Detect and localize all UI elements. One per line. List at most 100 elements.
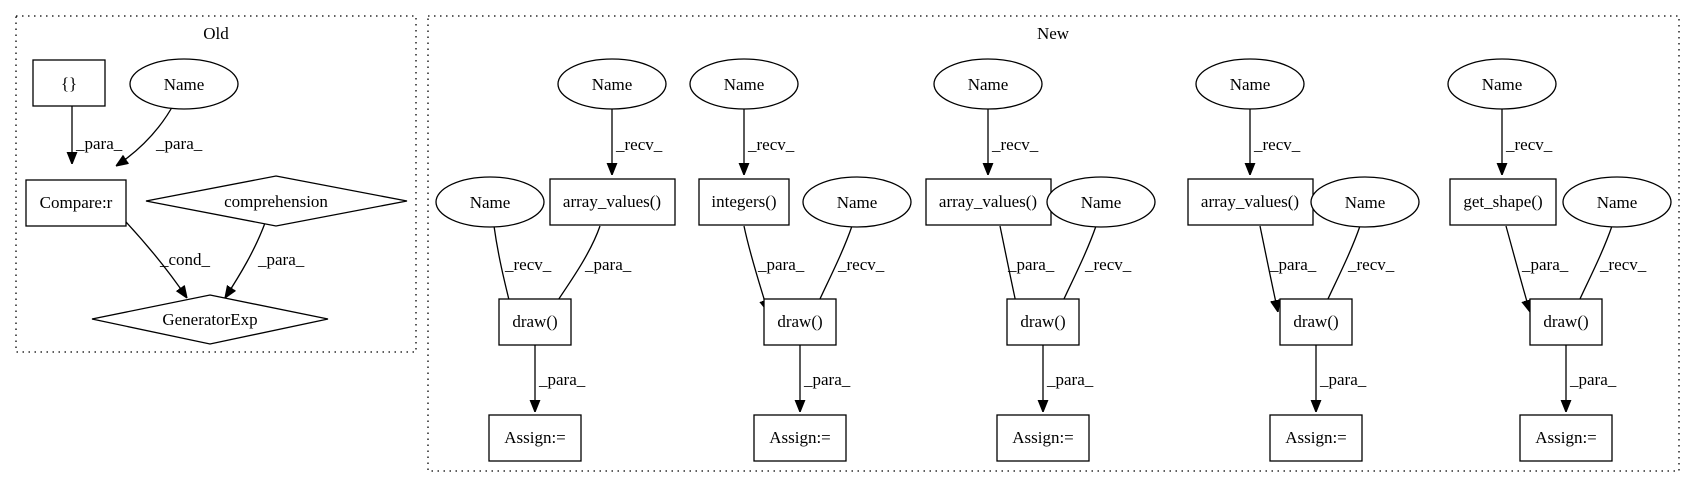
node-generatorexp <box>91 294 329 345</box>
node-n5-call-label: get_shape() <box>1463 192 1542 211</box>
node-n4-assign <box>1269 414 1363 462</box>
node-n5-name-side-label: Name <box>1597 193 1638 212</box>
node-n4-call <box>1187 178 1314 226</box>
node-old-name-label: Name <box>164 75 205 94</box>
node-n5-name-side <box>1562 176 1672 228</box>
node-n5-name-top <box>1447 58 1557 110</box>
edge-label-n4-side-draw: _recv_ <box>1347 255 1395 274</box>
node-n4-name-side <box>1310 176 1420 228</box>
node-n4-name-top-label: Name <box>1230 75 1271 94</box>
node-n3-name-top <box>933 58 1043 110</box>
node-n1-assign-label: Assign:= <box>504 428 566 447</box>
node-n4-name-top <box>1195 58 1305 110</box>
edge-label-n2-top-call: _recv_ <box>747 135 795 154</box>
node-n2-assign <box>753 414 847 462</box>
cluster-old: Old <box>15 15 417 353</box>
edge-label-n1-call-draw: _para_ <box>584 255 632 274</box>
node-n4-name-side-label: Name <box>1345 193 1386 212</box>
edge-label-n3-side-draw: _recv_ <box>1084 255 1132 274</box>
edge-label-n3-top-call: _recv_ <box>991 135 1039 154</box>
node-n1-call-label: array_values() <box>563 192 661 211</box>
node-n4-call-label: array_values() <box>1201 192 1299 211</box>
edge-n4-call-draw <box>1259 225 1278 312</box>
node-n5-name-top-label: Name <box>1482 75 1523 94</box>
node-n1-name-top-label: Name <box>592 75 633 94</box>
node-n5-assign-label: Assign:= <box>1535 428 1597 447</box>
node-n3-name-side <box>1046 176 1156 228</box>
cluster-old-border <box>15 15 417 353</box>
node-n5-assign <box>1519 414 1613 462</box>
new-group-5: _recv_ _para_ _recv_ _para_ Name get_sha… <box>1447 58 1672 462</box>
node-n3-assign <box>996 414 1090 462</box>
cluster-old-label: Old <box>203 24 229 43</box>
new-group-4: _recv_ _para_ _recv_ _para_ Name array_v… <box>1187 58 1420 462</box>
node-n1-assign <box>488 414 582 462</box>
node-n2-assign-label: Assign:= <box>769 428 831 447</box>
node-n1-draw-label: draw() <box>512 312 557 331</box>
node-n2-call <box>698 178 790 226</box>
new-group-2: _recv_ _para_ _recv_ _para_ Name integer… <box>689 58 912 462</box>
node-compare-label: Compare:r <box>40 193 113 212</box>
node-braces-label: {} <box>61 74 77 93</box>
edge-label-n5-side-draw: _recv_ <box>1599 255 1647 274</box>
node-braces <box>32 59 106 107</box>
edge-old-comprehension-genexp <box>225 222 266 298</box>
edge-old-name-compare <box>116 101 176 166</box>
node-n2-name-top-label: Name <box>724 75 765 94</box>
node-n3-name-top-label: Name <box>968 75 1009 94</box>
edge-label-n1-side-draw: _recv_ <box>504 255 552 274</box>
edge-label-n4-top-call: _recv_ <box>1253 135 1301 154</box>
old-nodes: {} Name Compare:r comprehension Generato… <box>25 58 408 345</box>
node-n4-draw <box>1279 298 1353 346</box>
node-n2-draw-label: draw() <box>777 312 822 331</box>
edge-label-n4-call-draw: _para_ <box>1269 255 1317 274</box>
edge-label-n5-draw-assign: _para_ <box>1569 370 1617 389</box>
node-n1-name-side-label: Name <box>470 193 511 212</box>
node-n5-call <box>1449 178 1557 226</box>
node-comprehension-label: comprehension <box>224 192 328 211</box>
node-compare <box>25 179 127 227</box>
node-n3-assign-label: Assign:= <box>1012 428 1074 447</box>
node-comprehension <box>145 175 408 227</box>
node-n2-draw <box>763 298 837 346</box>
node-n2-name-side <box>802 176 912 228</box>
node-generatorexp-label: GeneratorExp <box>162 310 257 329</box>
node-old-name <box>129 58 239 110</box>
node-n1-call <box>549 178 676 226</box>
node-n3-draw-label: draw() <box>1020 312 1065 331</box>
new-group-1: _recv_ _recv_ _para_ _para_ Name array_v… <box>435 58 676 462</box>
edge-label-n2-side-draw: _recv_ <box>837 255 885 274</box>
node-n2-name-top <box>689 58 799 110</box>
node-n2-name-side-label: Name <box>837 193 878 212</box>
edge-label-old-compare-genexp: _cond_ <box>159 250 211 269</box>
edge-label-n1-top-call: _recv_ <box>615 135 663 154</box>
node-n2-call-label: integers() <box>711 192 776 211</box>
new-group-3: _recv_ _para_ _recv_ _para_ Name array_v… <box>925 58 1156 462</box>
cluster-new: New <box>427 15 1680 472</box>
cluster-new-border <box>427 15 1680 472</box>
edge-label-old-braces-compare: _para_ <box>75 134 123 153</box>
node-n4-draw-label: draw() <box>1293 312 1338 331</box>
node-n3-name-side-label: Name <box>1081 193 1122 212</box>
node-n3-call-label: array_values() <box>939 192 1037 211</box>
node-n1-name-top <box>557 58 667 110</box>
node-n3-draw <box>1006 298 1080 346</box>
node-n3-call <box>925 178 1052 226</box>
edge-label-n3-draw-assign: _para_ <box>1046 370 1094 389</box>
node-n5-draw-label: draw() <box>1543 312 1588 331</box>
node-n1-name-side <box>435 176 545 228</box>
edge-label-n5-call-draw: _para_ <box>1521 255 1569 274</box>
edge-label-n3-call-draw: _para_ <box>1007 255 1055 274</box>
edge-label-n2-draw-assign: _para_ <box>803 370 851 389</box>
edge-label-old-name-compare: _para_ <box>155 134 203 153</box>
edge-label-old-comprehension-genexp: _para_ <box>257 250 305 269</box>
node-n4-assign-label: Assign:= <box>1285 428 1347 447</box>
edge-label-n5-top-call: _recv_ <box>1505 135 1553 154</box>
node-n1-draw <box>498 298 572 346</box>
edge-n5-call-draw <box>1505 225 1530 312</box>
node-n5-draw <box>1529 298 1603 346</box>
cluster-new-label: New <box>1037 24 1070 43</box>
edge-label-n1-draw-assign: _para_ <box>538 370 586 389</box>
edge-label-n4-draw-assign: _para_ <box>1319 370 1367 389</box>
